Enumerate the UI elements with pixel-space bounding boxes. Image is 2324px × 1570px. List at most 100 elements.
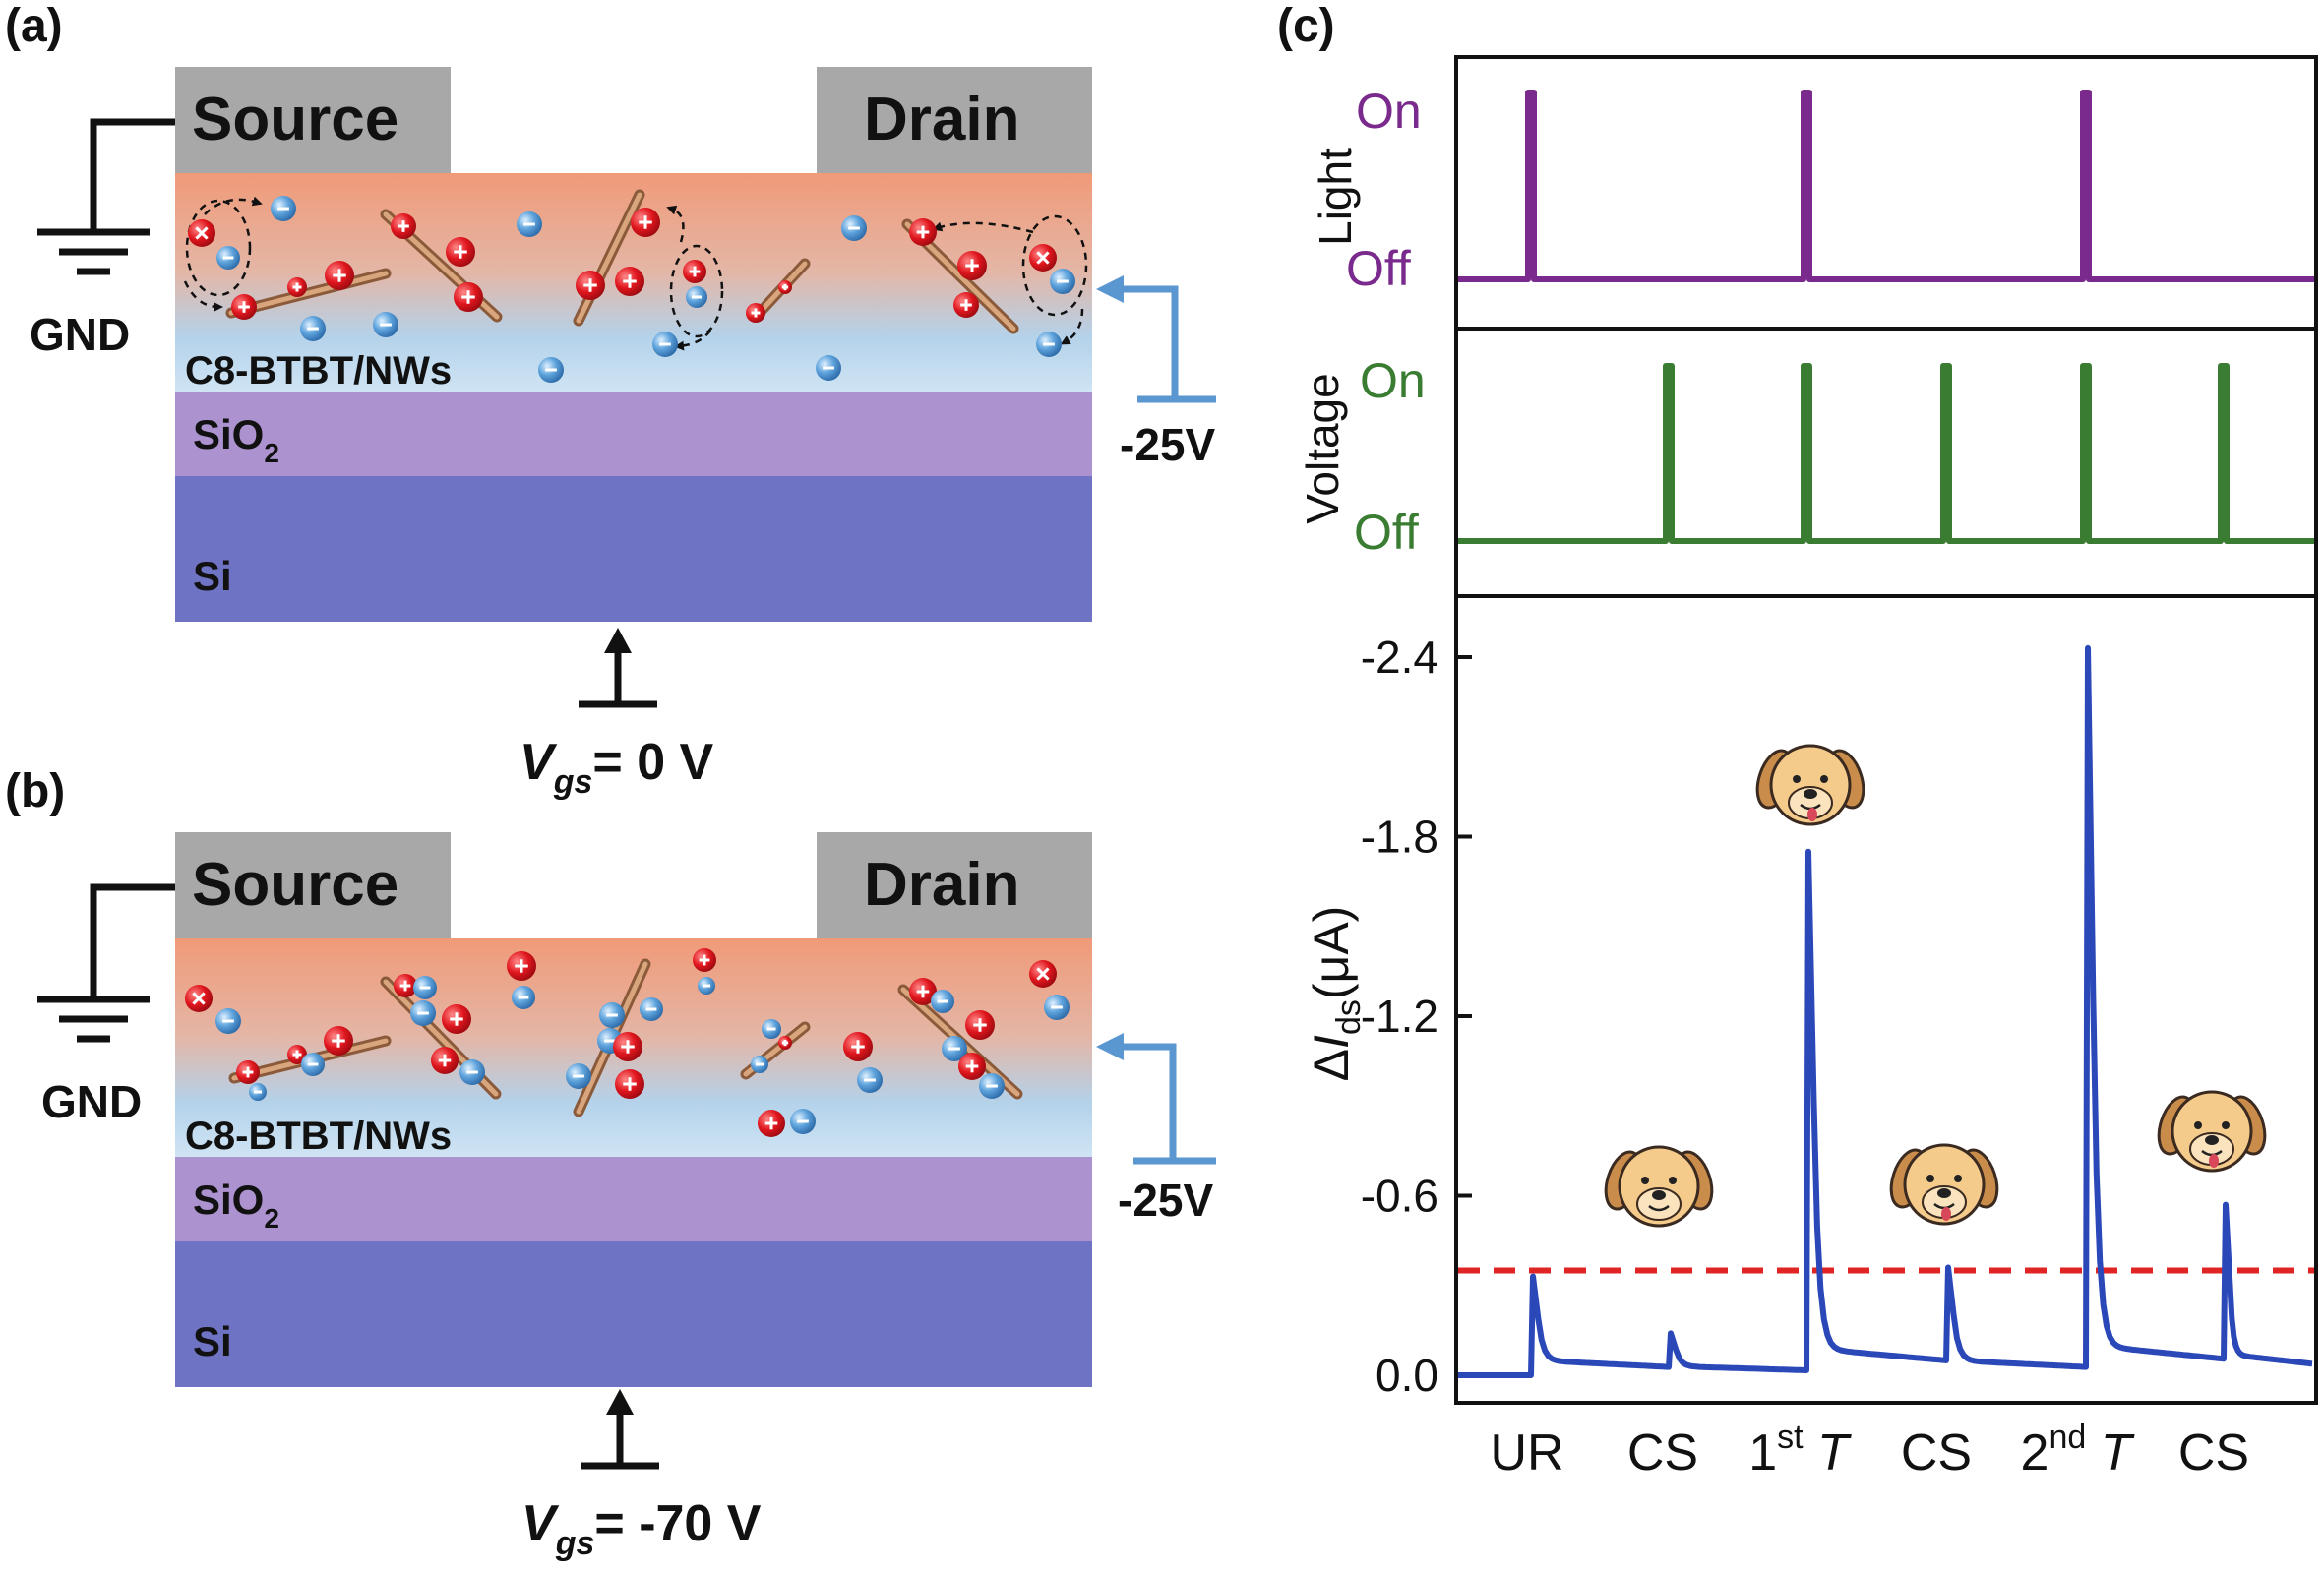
electron-particle bbox=[413, 976, 437, 999]
hole-particle bbox=[631, 208, 660, 237]
light-off-label: Off bbox=[1346, 241, 1411, 296]
electron-particle bbox=[686, 286, 707, 308]
hole-particle bbox=[576, 271, 605, 300]
drain-voltage-label: -25V bbox=[1118, 1175, 1213, 1226]
ground-symbol bbox=[37, 883, 175, 1043]
drain-electrode bbox=[817, 67, 1092, 173]
electron-particle bbox=[652, 332, 678, 357]
panel-letter-c: (c) bbox=[1277, 0, 1335, 52]
electron-particle bbox=[790, 1109, 816, 1134]
hole-particle bbox=[446, 237, 475, 267]
voltage-off-label: Off bbox=[1354, 505, 1419, 560]
hole-particle bbox=[1029, 960, 1057, 988]
ground-symbol bbox=[37, 118, 175, 275]
source-electrode bbox=[175, 67, 451, 173]
transfer-arrow bbox=[204, 196, 263, 215]
gnd-label: GND bbox=[41, 1076, 142, 1127]
electron-particle bbox=[1036, 332, 1062, 357]
panel-c: (c) Light On Off Voltage On Off ΔIds(μA)… bbox=[1277, 0, 2318, 1481]
hole-particle bbox=[953, 292, 979, 318]
drain-electrode bbox=[817, 832, 1092, 938]
electron-particle bbox=[1044, 995, 1070, 1020]
silicon-label: Si bbox=[193, 1318, 232, 1364]
y-tick-label: -2.4 bbox=[1361, 632, 1438, 683]
hole-particle bbox=[909, 978, 937, 1005]
electron-particle bbox=[517, 211, 542, 237]
electron-particle bbox=[816, 355, 841, 381]
hole-particle bbox=[958, 1053, 986, 1080]
hole-particle bbox=[236, 1060, 260, 1084]
particles-b bbox=[185, 948, 1070, 1137]
hole-particle bbox=[1029, 244, 1057, 272]
voltage-on-label: On bbox=[1360, 353, 1426, 408]
hole-particle bbox=[185, 985, 213, 1012]
electron-particle bbox=[751, 1056, 768, 1073]
vgs-label: Vgs= -70 V bbox=[521, 1495, 762, 1562]
silicon-label: Si bbox=[193, 553, 232, 599]
electron-particle bbox=[410, 1000, 436, 1026]
electron-particle bbox=[599, 1002, 625, 1028]
transfer-arrow bbox=[674, 330, 712, 351]
electron-particle bbox=[979, 1073, 1005, 1099]
light-axis-label: Light bbox=[1310, 148, 1361, 246]
x-tick-label: CS bbox=[1627, 1424, 1698, 1481]
electron-particle bbox=[931, 990, 954, 1013]
voltage-subplot-frame bbox=[1454, 327, 2318, 598]
x-tick-label: 1st T bbox=[1748, 1419, 1852, 1481]
gate-arrow-head bbox=[604, 628, 632, 653]
oxide-label: SiO2 bbox=[193, 1177, 279, 1234]
electron-particle bbox=[942, 1036, 967, 1061]
current-subplot-frame bbox=[1454, 594, 2318, 1405]
electron-particle bbox=[301, 1053, 325, 1076]
electron-particle bbox=[762, 1019, 781, 1039]
dog-face-icon bbox=[1889, 1143, 1999, 1226]
electron-particle bbox=[373, 312, 398, 337]
electron-particle bbox=[249, 1083, 267, 1101]
drain-arrow-head bbox=[1096, 1033, 1124, 1060]
panel-letter-a: (a) bbox=[5, 0, 63, 52]
hole-particle bbox=[843, 1032, 873, 1061]
oxide-layer bbox=[175, 1157, 1092, 1241]
panel-letter-b: (b) bbox=[5, 765, 65, 817]
hole-particle bbox=[391, 213, 416, 239]
drain-label: Drain bbox=[864, 851, 1019, 919]
electron-particle bbox=[215, 1008, 241, 1034]
hole-particle bbox=[188, 219, 215, 247]
drain-voltage-label: -25V bbox=[1120, 419, 1215, 470]
source-electrode bbox=[175, 832, 451, 938]
electron-particle bbox=[538, 357, 564, 383]
oxide-layer bbox=[175, 392, 1092, 476]
hole-particle bbox=[746, 303, 765, 323]
hole-particle bbox=[778, 280, 792, 294]
light-trace bbox=[1458, 90, 2314, 282]
dog-face-icon bbox=[1755, 744, 1865, 826]
hole-particle bbox=[957, 251, 987, 280]
hole-particle bbox=[778, 1036, 792, 1050]
electron-particle bbox=[459, 1059, 485, 1085]
hole-particle bbox=[758, 1110, 785, 1137]
channel-label: C8-BTBT/NWs bbox=[185, 349, 452, 392]
transfer-arrow bbox=[1060, 308, 1084, 345]
hole-particle bbox=[394, 974, 417, 997]
silicon-layer bbox=[175, 476, 1092, 622]
current-axis-label: ΔIds(μA) bbox=[1304, 906, 1368, 1082]
electron-particle bbox=[300, 316, 326, 341]
hole-particle bbox=[683, 260, 706, 283]
hole-particle bbox=[454, 282, 483, 312]
gate-arrow-head bbox=[606, 1389, 634, 1415]
y-tick-label: -1.8 bbox=[1361, 812, 1438, 863]
x-tick-label: UR bbox=[1490, 1424, 1563, 1481]
hole-particle bbox=[909, 218, 937, 246]
electron-particle bbox=[216, 246, 240, 270]
source-label: Source bbox=[192, 851, 398, 919]
exciton-loop bbox=[1021, 214, 1088, 317]
gate-arrow bbox=[579, 649, 657, 708]
hole-particle bbox=[442, 1004, 471, 1034]
silicon-layer bbox=[175, 1241, 1092, 1387]
vgs-label: Vgs= 0 V bbox=[520, 734, 714, 801]
hole-particle bbox=[325, 261, 354, 290]
electron-particle bbox=[512, 986, 535, 1009]
electron-particle bbox=[698, 977, 715, 995]
light-on-label: On bbox=[1356, 84, 1422, 139]
